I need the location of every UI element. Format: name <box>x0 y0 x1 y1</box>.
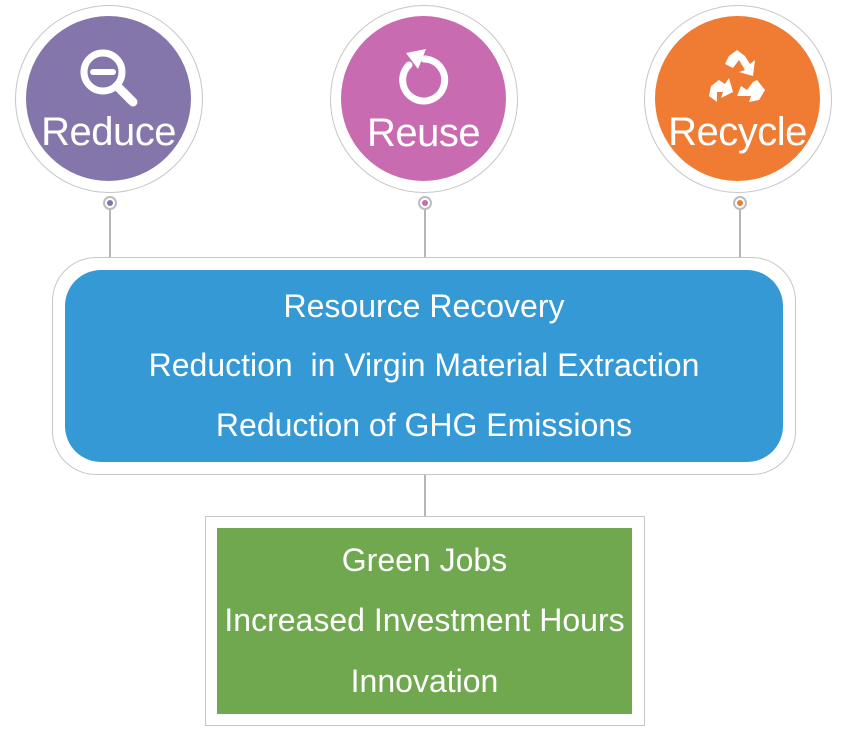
outcome-resource-recovery: Resource Recovery <box>283 287 565 324</box>
reduce-connector-dot <box>103 196 117 210</box>
reuse-disc: Reuse <box>341 16 506 181</box>
reduce-disc: Reduce <box>26 16 191 181</box>
benefits-box-frame: Green Jobs Increased Investment Hours In… <box>205 516 645 726</box>
outcomes-box-frame: Resource Recovery Reduction in Virgin Ma… <box>52 257 796 475</box>
reuse-node: Reuse <box>330 5 518 193</box>
reuse-connector-dot <box>418 196 432 210</box>
benefit-investment-hours: Increased Investment Hours <box>224 602 625 639</box>
reduce-label: Reduce <box>41 109 176 154</box>
reuse-label: Reuse <box>366 110 481 155</box>
rotate-arrow-icon <box>398 48 448 104</box>
recycle-disc: Recycle <box>655 16 820 181</box>
outcome-ghg-reduction: Reduction of GHG Emissions <box>215 406 633 443</box>
benefit-innovation: Innovation <box>350 662 499 699</box>
benefits-box: Green Jobs Increased Investment Hours In… <box>217 528 632 714</box>
zoom-out-magnifier-icon <box>80 49 137 106</box>
recycle-label: Recycle <box>668 109 807 154</box>
benefit-green-jobs: Green Jobs <box>341 541 508 578</box>
reduce-node: Reduce <box>15 5 203 193</box>
outcome-virgin-material-reduction: Reduction in Virgin Material Extraction <box>148 347 700 384</box>
recycle-icon <box>708 49 765 102</box>
recycle-node: Recycle <box>644 5 832 193</box>
outcomes-box: Resource Recovery Reduction in Virgin Ma… <box>65 270 783 462</box>
recycle-connector-dot <box>733 196 747 210</box>
